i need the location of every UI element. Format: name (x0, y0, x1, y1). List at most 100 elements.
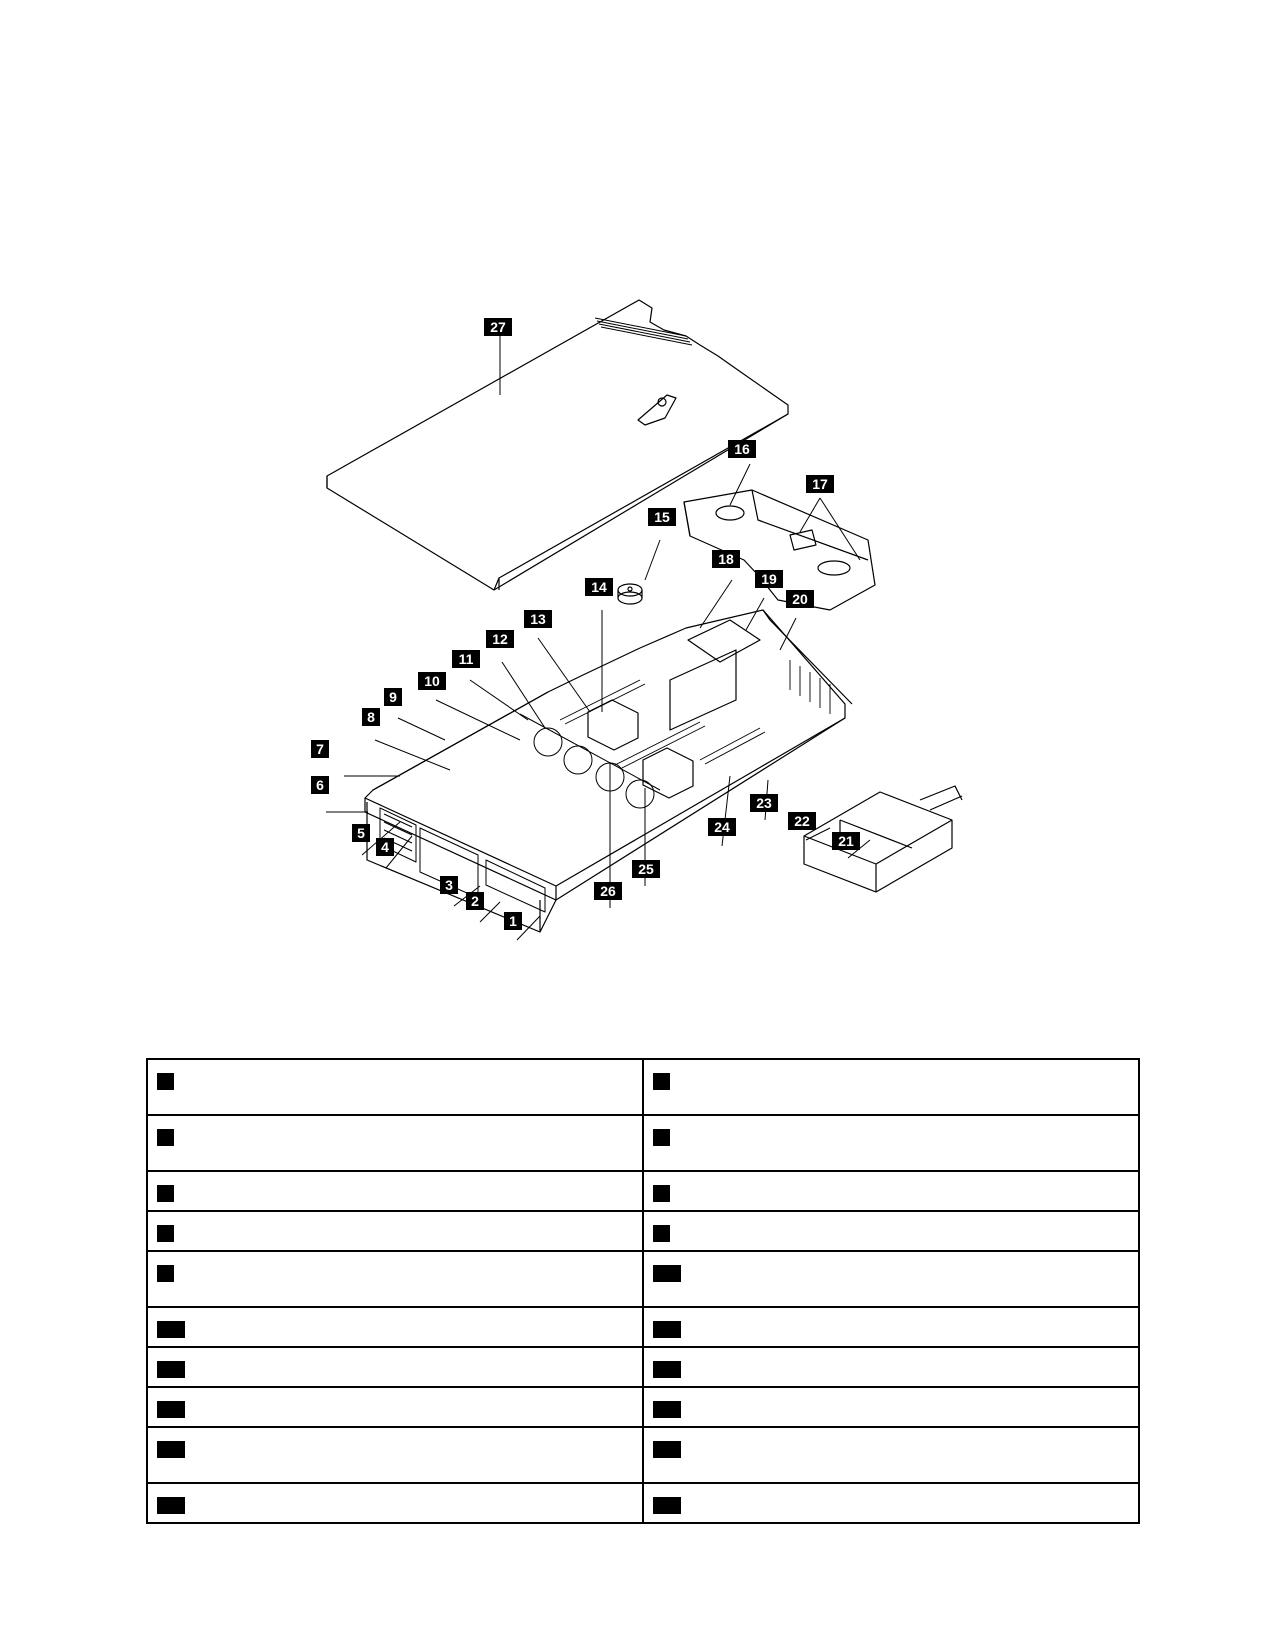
callout-box (750, 794, 778, 812)
legend-callout-badge: 19 (157, 1497, 185, 1514)
legend-cell: 16 (642, 1386, 1140, 1428)
legend-cell: 2 (642, 1058, 1140, 1116)
callout-24: 24 (708, 818, 736, 836)
legend-cell: 11 (146, 1306, 644, 1348)
callout-number: 9 (389, 689, 397, 705)
callout-box (352, 824, 370, 842)
callout-number: 8 (367, 709, 375, 725)
callout-number: 25 (638, 861, 654, 877)
callout-layer: 1234567891011121314151617181920212223242… (311, 318, 860, 930)
legend-callout-badge: 18 (653, 1441, 681, 1458)
callout-20: 20 (786, 590, 814, 608)
legend-cell: 8 (642, 1210, 1140, 1252)
callout-box (376, 838, 394, 856)
legend-callout-badge: 12 (653, 1321, 681, 1338)
legend-cell: 18 (642, 1426, 1140, 1484)
callout-4: 4 (376, 838, 394, 856)
callout-1: 1 (504, 912, 522, 930)
callout-box (712, 550, 740, 568)
callout-number: 22 (794, 813, 810, 829)
legend-row: 56 (146, 1170, 1140, 1212)
legend-row: 78 (146, 1210, 1140, 1252)
callout-box (486, 630, 514, 648)
callout-box (806, 475, 834, 493)
legend-row: 13 14 (146, 1346, 1140, 1388)
legend-callout-badge: 3 (157, 1129, 174, 1146)
legend-callout-badge: 5 (157, 1185, 174, 1202)
callout-box (362, 708, 380, 726)
callout-number: 21 (838, 833, 854, 849)
callout-box (311, 740, 329, 758)
callout-number: 26 (600, 883, 616, 899)
chassis (364, 609, 853, 933)
callout-15: 15 (648, 508, 676, 526)
legend-cell: 20 (642, 1482, 1140, 1524)
top-cover (326, 299, 789, 591)
callout-23: 23 (750, 794, 778, 812)
power-supplies (803, 785, 963, 893)
callout-22: 22 (788, 812, 816, 830)
legend-callout-badge: 10 (653, 1265, 681, 1282)
callout-number: 12 (492, 631, 508, 647)
callout-box (484, 318, 512, 336)
callout-number: 23 (756, 795, 772, 811)
legend-row: 11 12 (146, 1306, 1140, 1348)
callout-box (418, 672, 446, 690)
legend-cell: 13 (146, 1346, 644, 1388)
legend-row: 9 10 (146, 1250, 1140, 1308)
callout-6: 6 (311, 776, 329, 794)
legend-callout-badge: 20 (653, 1497, 681, 1514)
callout-box (632, 860, 660, 878)
callout-number: 18 (718, 551, 734, 567)
callout-26: 26 (594, 882, 622, 900)
callout-16: 16 (728, 440, 756, 458)
callout-box (311, 776, 329, 794)
callout-box (452, 650, 480, 668)
legend-callout-badge: 16 (653, 1401, 681, 1418)
legend-cell: 9 (146, 1250, 644, 1308)
callout-12: 12 (486, 630, 514, 648)
legend-row: 12 (146, 1058, 1140, 1116)
callout-box (832, 832, 860, 850)
callout-25: 25 (632, 860, 660, 878)
legend-cell: 6 (642, 1170, 1140, 1212)
legend-callout-badge: 1 (157, 1073, 174, 1090)
callout-number: 6 (316, 777, 324, 793)
legend-callout-badge: 14 (653, 1361, 681, 1378)
callout-11: 11 (452, 650, 480, 668)
callout-number: 11 (459, 651, 474, 667)
callout-7: 7 (311, 740, 329, 758)
callout-number: 14 (591, 579, 607, 595)
callout-box (384, 688, 402, 706)
legend-cell: 4 (642, 1114, 1140, 1172)
callout-3: 3 (440, 876, 458, 894)
legend-cell: 1 (146, 1058, 644, 1116)
callout-number: 10 (424, 673, 440, 689)
callout-box (466, 892, 484, 910)
legend-cell: 19 (146, 1482, 644, 1524)
legend-callout-badge: 4 (653, 1129, 670, 1146)
callout-box (440, 876, 458, 894)
callout-9: 9 (384, 688, 402, 706)
callout-5: 5 (352, 824, 370, 842)
legend-cell: 7 (146, 1210, 644, 1252)
callout-number: 1 (509, 913, 517, 929)
callout-number: 17 (812, 476, 828, 492)
callout-box (585, 578, 613, 596)
callout-box (728, 440, 756, 458)
legend-cell: 17 (146, 1426, 644, 1484)
legend-callout-badge: 8 (653, 1225, 670, 1242)
fan-module (617, 583, 643, 605)
callout-box (786, 590, 814, 608)
legend-callout-badge: 13 (157, 1361, 185, 1378)
callout-10: 10 (418, 672, 446, 690)
callout-box (594, 882, 622, 900)
legend-callout-badge: 6 (653, 1185, 670, 1202)
legend-callout-badge: 11 (157, 1321, 185, 1338)
legend-row: 34 (146, 1114, 1140, 1172)
callout-13: 13 (524, 610, 552, 628)
